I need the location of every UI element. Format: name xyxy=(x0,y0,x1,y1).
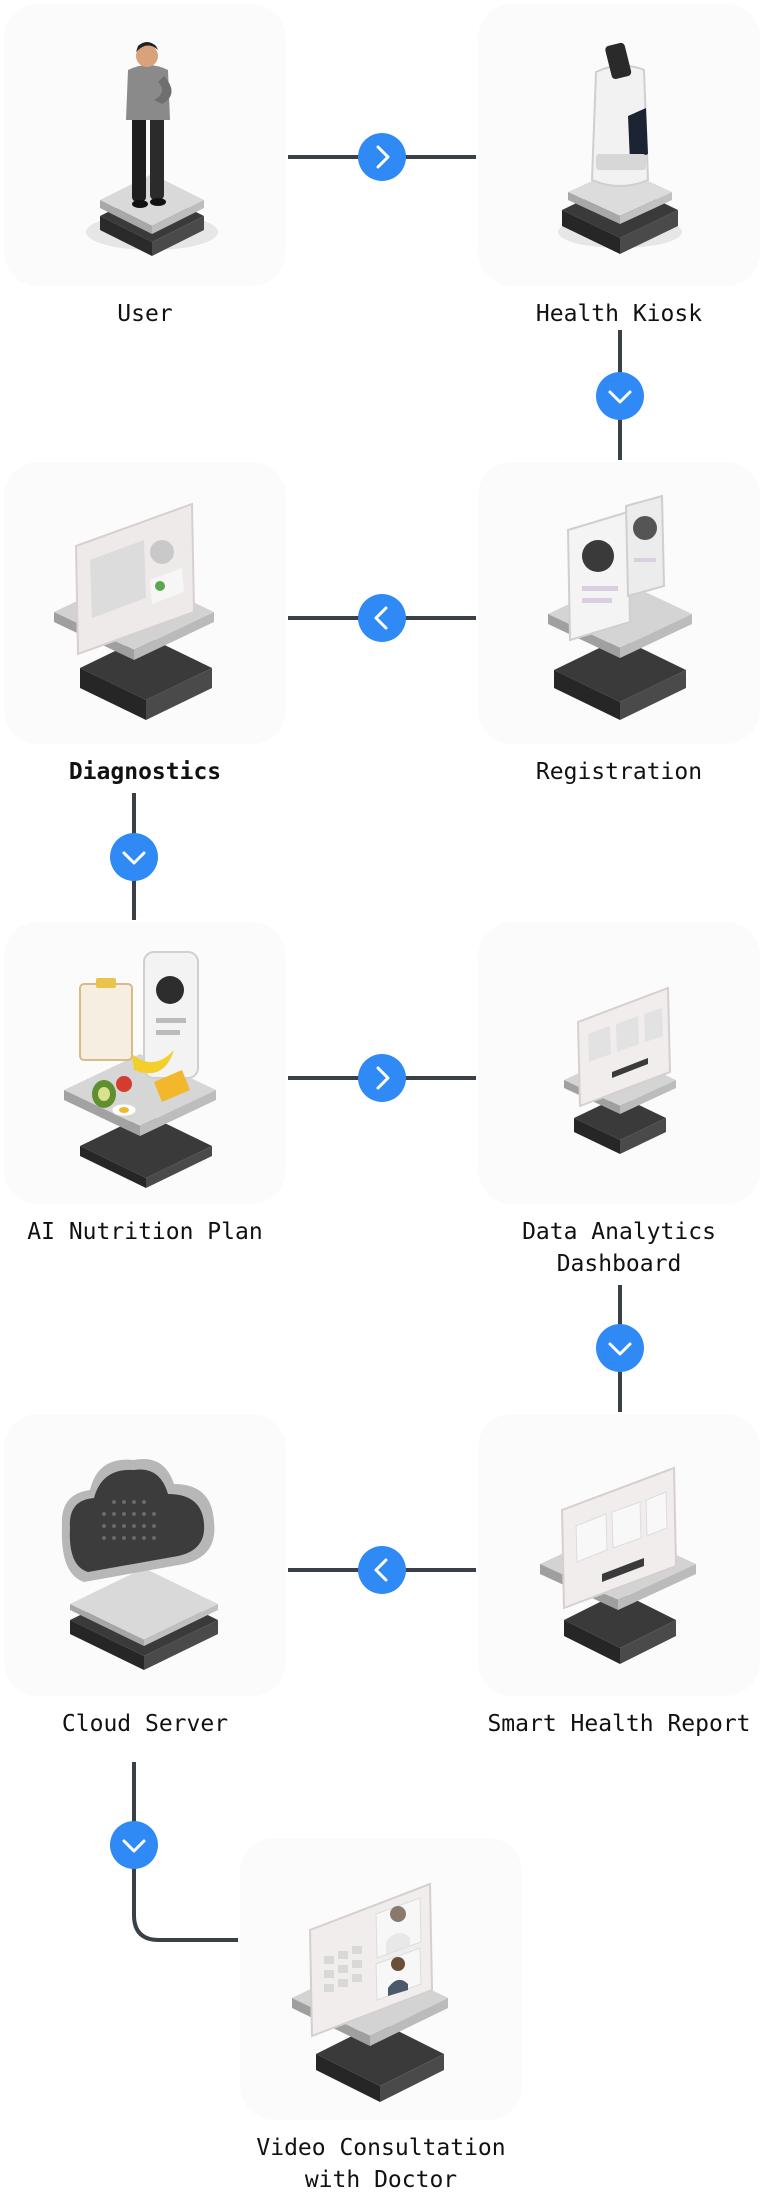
data-analytics-dashboard-illustration xyxy=(564,986,676,1154)
chevron-left-icon xyxy=(374,1558,388,1582)
health-kiosk-illustration xyxy=(558,42,682,254)
chevron-down-icon xyxy=(122,1839,146,1853)
chevron-left-icon xyxy=(374,606,388,630)
connector-badge-7 xyxy=(358,1546,406,1594)
node-label-diagnostics: Diagnostics xyxy=(68,759,222,785)
node-label-cloud-server: Cloud Server xyxy=(61,1711,229,1737)
connector-badge-4 xyxy=(110,833,158,881)
chevron-down-icon xyxy=(122,851,146,865)
connector-badge-2 xyxy=(596,372,644,420)
connector-badge-8 xyxy=(110,1821,158,1869)
connector-badge-5 xyxy=(358,1054,406,1102)
user-illustration xyxy=(86,42,218,256)
registration-illustration xyxy=(548,494,692,720)
chevron-right-icon xyxy=(376,145,390,169)
chevron-down-icon xyxy=(608,1342,632,1356)
chevron-right-icon xyxy=(376,1066,390,1090)
diagnostics-illustration xyxy=(54,502,214,720)
node-label-video-consultation: Video Consultation with Doctor xyxy=(256,2135,506,2193)
video-consultation-illustration xyxy=(292,1882,448,2102)
node-label-health-kiosk: Health Kiosk xyxy=(535,301,703,327)
node-label-ai-nutrition-plan: AI Nutrition Plan xyxy=(27,1219,263,1245)
cloud-server-illustration xyxy=(61,1459,218,1670)
connector-badge-6 xyxy=(596,1324,644,1372)
ai-nutrition-plan-illustration xyxy=(64,951,216,1188)
chevron-down-icon xyxy=(608,390,632,404)
node-label-user: User xyxy=(117,301,173,327)
smart-health-report-illustration xyxy=(540,1466,696,1664)
node-label-registration: Registration xyxy=(535,759,703,785)
connector-badge-1 xyxy=(358,133,406,181)
node-label-smart-health-report: Smart Health Report xyxy=(487,1711,751,1737)
line-cloud-video xyxy=(132,1762,238,1942)
connector-badge-3 xyxy=(358,594,406,642)
node-label-data-analytics-dashboard: Data Analytics Dashboard xyxy=(522,1219,716,1277)
